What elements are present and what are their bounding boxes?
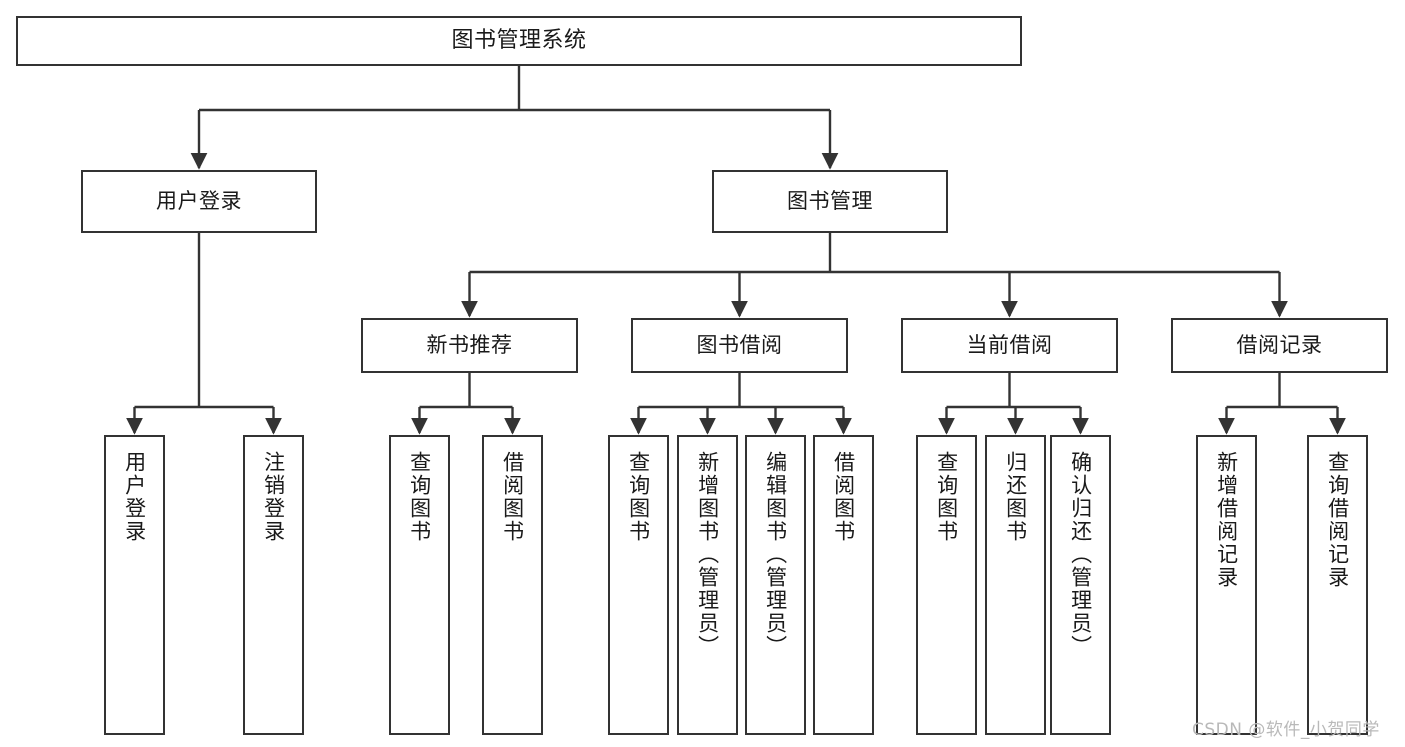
node-b-query[interactable]: 查询图书	[608, 435, 669, 735]
node-l-logout[interactable]: 注销登录	[243, 435, 304, 735]
node-b-add[interactable]: 新增图书（管理员）	[677, 435, 738, 735]
node-l-login[interactable]: 用户登录	[104, 435, 165, 735]
node-label: 用户登录	[122, 451, 147, 543]
node-c-query[interactable]: 查询图书	[916, 435, 977, 735]
node-label: 用户登录	[156, 188, 242, 213]
node-label: 注销登录	[261, 451, 286, 543]
node-label: 新增图书（管理员）	[695, 451, 720, 658]
node-n-borrow[interactable]: 借阅图书	[482, 435, 543, 735]
node-borrow[interactable]: 图书借阅	[631, 318, 848, 373]
node-label: 借阅图书	[500, 451, 525, 543]
node-r-add[interactable]: 新增借阅记录	[1196, 435, 1257, 735]
node-label: 图书管理系统	[451, 27, 587, 53]
node-login[interactable]: 用户登录	[81, 170, 317, 233]
node-n-query[interactable]: 查询图书	[389, 435, 450, 735]
node-root[interactable]: 图书管理系统	[16, 16, 1022, 66]
watermark-text: CSDN @软件_小贺同学	[1192, 720, 1380, 740]
node-records[interactable]: 借阅记录	[1171, 318, 1388, 373]
node-bookmgmt[interactable]: 图书管理	[712, 170, 948, 233]
node-label: 查询图书	[934, 451, 959, 543]
node-label: 新书推荐	[426, 332, 513, 357]
node-c-return[interactable]: 归还图书	[985, 435, 1046, 735]
node-label: 当前借阅	[966, 332, 1053, 357]
node-label: 借阅记录	[1236, 332, 1323, 357]
node-label: 查询借阅记录	[1325, 451, 1350, 589]
node-label: 查询图书	[407, 451, 432, 543]
node-label: 借阅图书	[831, 451, 856, 543]
node-label: 图书管理	[787, 188, 873, 213]
node-label: 归还图书	[1003, 451, 1028, 543]
node-b-lend[interactable]: 借阅图书	[813, 435, 874, 735]
node-current[interactable]: 当前借阅	[901, 318, 1118, 373]
node-label: 新增借阅记录	[1214, 451, 1239, 589]
node-c-confirm[interactable]: 确认归还（管理员）	[1050, 435, 1111, 735]
node-newbook[interactable]: 新书推荐	[361, 318, 578, 373]
node-b-edit[interactable]: 编辑图书（管理员）	[745, 435, 806, 735]
node-label: 编辑图书（管理员）	[763, 451, 788, 658]
node-label: 确认归还（管理员）	[1068, 451, 1093, 658]
node-r-query[interactable]: 查询借阅记录	[1307, 435, 1368, 735]
node-label: 查询图书	[626, 451, 651, 543]
node-label: 图书借阅	[696, 332, 783, 357]
